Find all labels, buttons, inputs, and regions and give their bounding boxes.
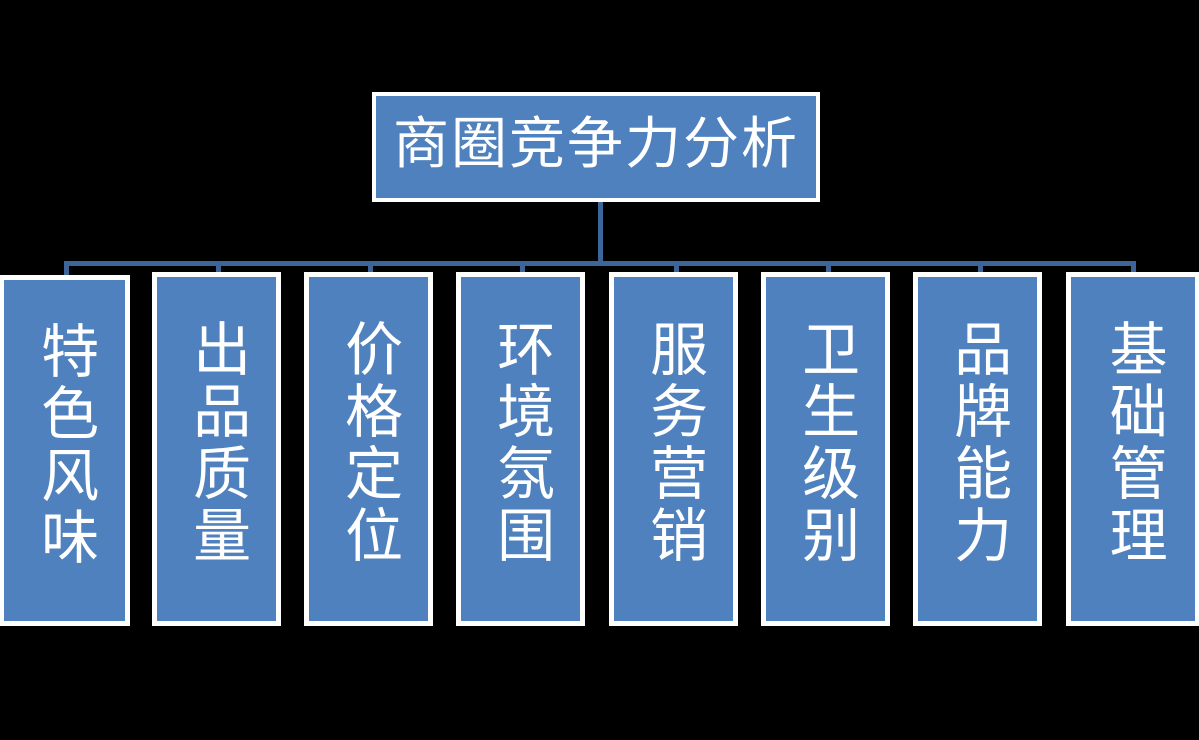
leaf-node-6-label: 卫生级别 <box>792 319 861 567</box>
leaf-node-2[interactable]: 出品质量 <box>152 272 281 626</box>
leaf-node-1[interactable]: 特色风味 <box>0 275 130 626</box>
leaf-node-3-label: 价格定位 <box>335 319 404 567</box>
leaf-node-3[interactable]: 价格定位 <box>304 272 433 626</box>
leaf-node-2-label: 出品质量 <box>183 319 252 567</box>
connector-drop-6 <box>826 261 831 274</box>
leaf-node-7[interactable]: 品牌能力 <box>913 272 1042 626</box>
connector-drop-8 <box>1131 261 1136 274</box>
connector-drop-3 <box>368 261 373 274</box>
leaf-node-6[interactable]: 卫生级别 <box>761 272 890 626</box>
leaf-node-7-label: 品牌能力 <box>944 319 1013 567</box>
connector-root-stem <box>598 202 603 263</box>
connector-drop-2 <box>216 261 221 274</box>
leaf-node-8-label: 基础管理 <box>1099 319 1168 567</box>
connector-drop-4 <box>520 261 525 274</box>
leaf-node-5-label: 服务营销 <box>640 319 709 567</box>
connector-drop-7 <box>978 261 983 274</box>
root-node-label: 商圈竞争力分析 <box>393 112 799 177</box>
connector-horizontal-bus <box>65 261 1136 266</box>
leaf-node-8[interactable]: 基础管理 <box>1066 272 1199 626</box>
leaf-node-5[interactable]: 服务营销 <box>609 272 738 626</box>
connector-drop-1 <box>64 261 69 278</box>
leaf-node-1-label: 特色风味 <box>31 320 100 569</box>
root-node[interactable]: 商圈竞争力分析 <box>372 92 820 202</box>
leaf-node-4[interactable]: 环境氛围 <box>456 272 585 626</box>
connector-drop-5 <box>674 261 679 274</box>
leaf-node-4-label: 环境氛围 <box>487 319 556 567</box>
